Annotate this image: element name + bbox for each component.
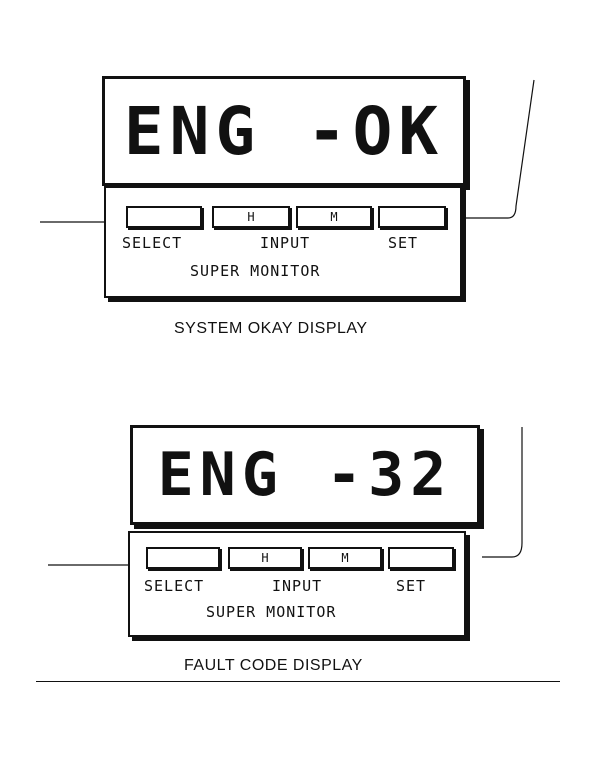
set-button[interactable] — [388, 547, 454, 569]
caption: FAULT CODE DISPLAY — [184, 657, 363, 674]
monitor-keypad: H M SELECT INPUT SET SUPER MONITOR — [128, 531, 466, 637]
brand-label: SUPER MONITOR — [190, 262, 321, 280]
input-m-button[interactable]: M — [308, 547, 382, 569]
display-readout: ENG -32 — [157, 440, 453, 510]
select-label: SELECT — [144, 577, 205, 595]
connector-lines — [40, 79, 535, 223]
brand-label: SUPER MONITOR — [206, 603, 337, 621]
caption: SYSTEM OKAY DISPLAY — [174, 320, 368, 337]
monitor-keypad: H M SELECT INPUT SET SUPER MONITOR — [104, 186, 462, 298]
input-m-button[interactable]: M — [296, 206, 372, 228]
lcd-display: ENG -OK — [102, 76, 466, 186]
input-label: INPUT — [272, 577, 323, 595]
select-button[interactable] — [146, 547, 220, 569]
set-label: SET — [388, 234, 419, 252]
lcd-display: ENG -32 — [130, 425, 480, 525]
set-button[interactable] — [378, 206, 446, 228]
connector-lines — [48, 427, 523, 566]
select-label: SELECT — [122, 234, 183, 252]
set-label: SET — [396, 577, 427, 595]
divider-rule — [36, 681, 560, 682]
system-okay-panel: ENG -OK H M SELECT INPUT SET SUPER MONIT… — [0, 0, 596, 340]
select-button[interactable] — [126, 206, 202, 228]
input-h-button[interactable]: H — [212, 206, 290, 228]
fault-code-panel: ENG -32 H M SELECT INPUT SET SUPER MONIT… — [0, 345, 596, 685]
input-h-button[interactable]: H — [228, 547, 302, 569]
display-readout: ENG -OK — [123, 92, 445, 170]
input-label: INPUT — [260, 234, 311, 252]
